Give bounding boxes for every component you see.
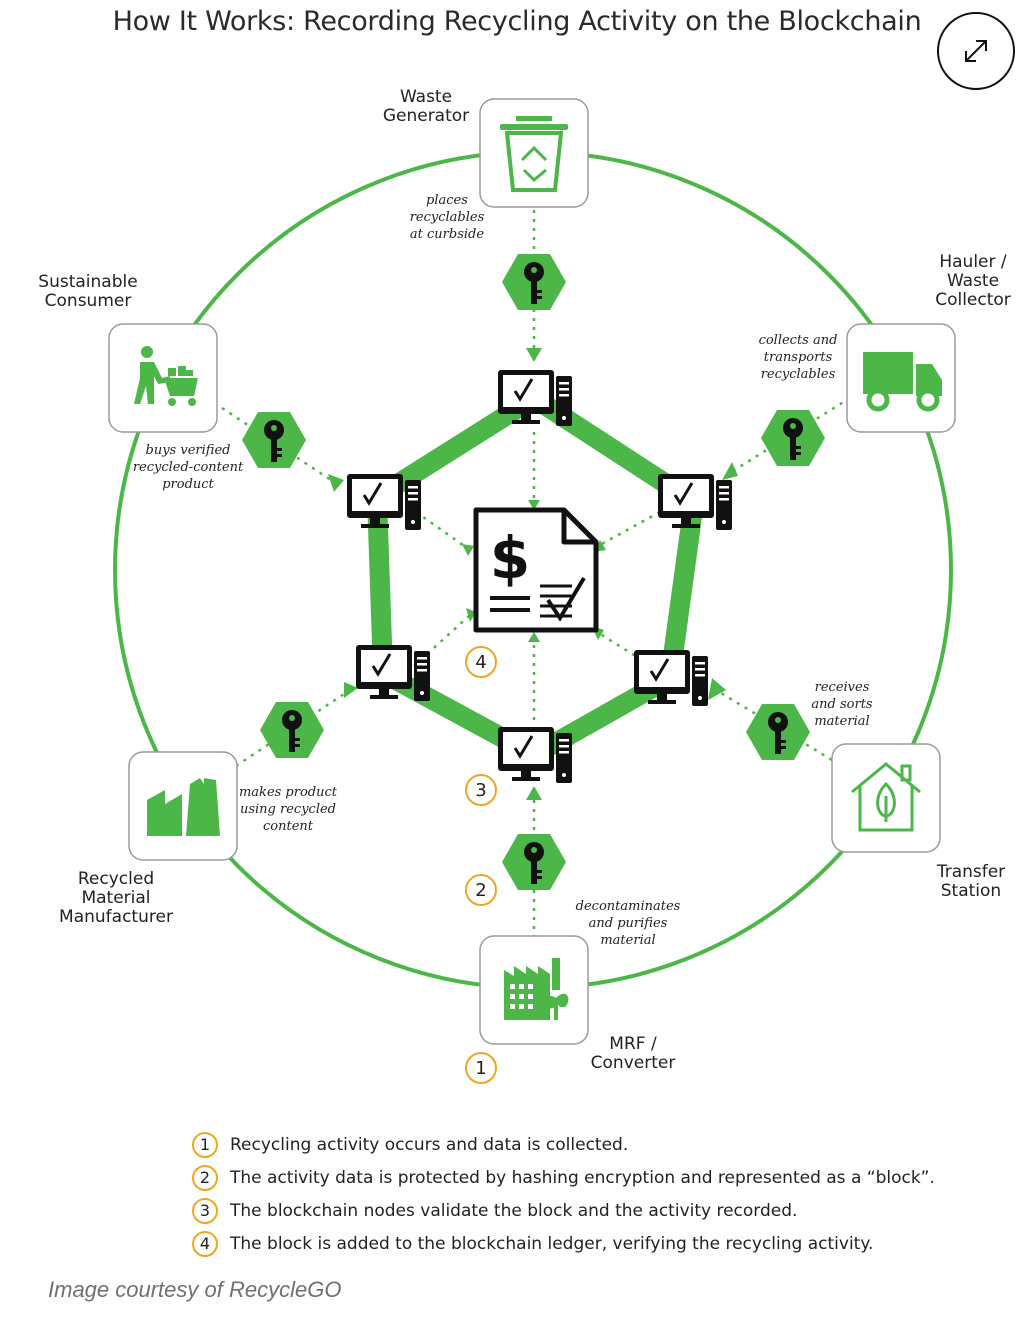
label-manufacturer: Recycled Material Manufacturer [59, 869, 173, 927]
step-badge-4: 4 [465, 646, 497, 678]
legend-item: 1 Recycling activity occurs and data is … [192, 1128, 952, 1161]
note-consumer: buys verified recycled-content product [132, 443, 244, 492]
step-badge-1: 1 [465, 1052, 497, 1084]
page-title: How It Works: Recording Recycling Activi… [112, 6, 922, 37]
computer-check-icon [496, 725, 574, 785]
svg-text:$: $ [490, 524, 530, 592]
legend-badge: 1 [192, 1131, 218, 1158]
legend-text: The block is added to the blockchain led… [230, 1233, 874, 1254]
delivery-truck-icon [863, 352, 942, 412]
note-hauler: collects and transports recyclables [758, 333, 838, 382]
expand-arrows-icon [965, 40, 987, 62]
legend-item: 4 The block is added to the blockchain l… [192, 1227, 952, 1260]
key-hexagon-icon [502, 834, 566, 890]
legend-text: The blockchain nodes validate the block … [230, 1200, 798, 1221]
note-mrf: decontaminates and purifies material [575, 899, 681, 948]
image-caption: Image courtesy of RecycleGO [48, 1277, 342, 1302]
legend: 1 Recycling activity occurs and data is … [192, 1128, 952, 1260]
legend-text: The activity data is protected by hashin… [230, 1167, 935, 1188]
label-waste-generator: Waste Generator [382, 87, 470, 126]
shopping-cart-person-icon [134, 346, 198, 406]
legend-badge: 3 [192, 1197, 218, 1224]
node-consumer [108, 323, 218, 433]
key-hexagon-icon [761, 410, 825, 466]
legend-text: Recycling activity occurs and data is co… [230, 1134, 629, 1155]
step-badge-2: 2 [465, 874, 497, 906]
node-mrf [479, 935, 589, 1045]
key-hexagon-icon [242, 412, 306, 468]
computer-check-icon [354, 643, 432, 703]
key-hexagon-icon [260, 702, 324, 758]
ledger-document-icon: $ [473, 507, 599, 633]
note-waste-generator: places recyclables at curbside [409, 193, 485, 242]
key-hexagon-icon [502, 254, 566, 310]
legend-badge: 4 [192, 1230, 218, 1257]
label-mrf: MRF / Converter [590, 1034, 676, 1073]
factory-icon [147, 778, 220, 836]
step-badge-3: 3 [465, 774, 497, 806]
label-consumer: Sustainable Consumer [38, 272, 138, 311]
node-hauler [846, 323, 956, 433]
legend-item: 2 The activity data is protected by hash… [192, 1161, 952, 1194]
recycle-bin-icon [500, 116, 568, 192]
note-transfer-station: receives and sorts material [811, 680, 873, 729]
label-transfer-station: Transfer Station [936, 862, 1006, 901]
node-waste-generator [479, 98, 589, 208]
legend-badge: 2 [192, 1164, 218, 1191]
note-manufacturer: makes product using recycled content [238, 785, 337, 834]
node-transfer-station [831, 743, 941, 853]
node-manufacturer [128, 751, 238, 861]
expand-button[interactable] [937, 12, 1015, 90]
factory-leaf-icon [504, 958, 569, 1020]
legend-item: 3 The blockchain nodes validate the bloc… [192, 1194, 952, 1227]
label-hauler: Hauler / Waste Collector [935, 252, 1011, 310]
house-leaf-icon [851, 762, 921, 832]
